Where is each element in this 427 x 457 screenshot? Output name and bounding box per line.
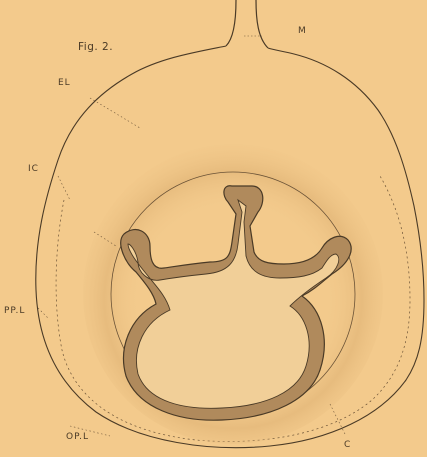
figure-title: Fig. 2. xyxy=(78,41,113,53)
stalk-right-wall xyxy=(256,0,268,48)
pointer-ppl xyxy=(38,308,48,318)
label-ic: IC xyxy=(28,164,39,174)
label-opl: OP.L xyxy=(66,432,89,442)
pointer-el xyxy=(90,98,140,128)
pointer-ic xyxy=(58,176,70,200)
label-el: EL xyxy=(58,78,71,88)
pointer-c xyxy=(330,404,346,436)
label-ppl: PP.L xyxy=(4,306,25,316)
label-c: C xyxy=(344,440,351,450)
stalk-left-wall xyxy=(226,0,236,46)
label-m: M xyxy=(298,26,307,36)
